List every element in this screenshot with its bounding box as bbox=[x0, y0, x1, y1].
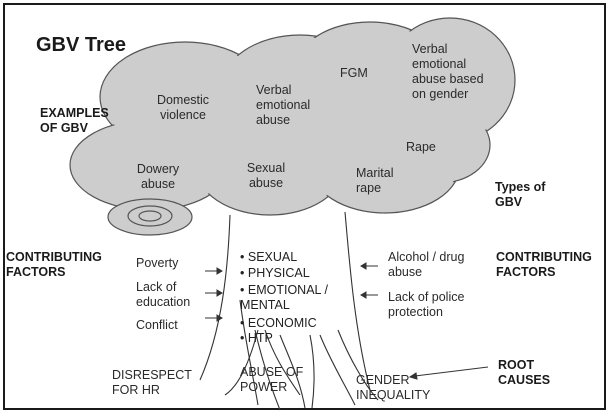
verbal1-line1: Verbal bbox=[256, 83, 292, 97]
disrespect-line1: DISRESPECT bbox=[112, 368, 192, 382]
trunk-item-physical: • PHYSICAL bbox=[240, 266, 310, 280]
abuse-of-power-line2: POWER bbox=[240, 380, 288, 394]
types-label-line1: Types of bbox=[495, 180, 546, 194]
trunk-emotional-text: EMOTIONAL / bbox=[247, 283, 328, 297]
trunk-item-sexual: • SEXUAL bbox=[240, 250, 298, 264]
police-line2: protection bbox=[388, 305, 443, 319]
diagram-frame bbox=[3, 3, 606, 410]
factor-lack-of-police-protection: Lack of police protection bbox=[388, 290, 464, 320]
contrib-left-line2: FACTORS bbox=[6, 265, 66, 279]
trunk-sexual-text: SEXUAL bbox=[247, 250, 298, 264]
alcohol-line1: Alcohol / drug bbox=[388, 250, 465, 264]
verbal2-line4: on gender bbox=[412, 87, 469, 101]
types-label: Types of GBV bbox=[495, 180, 545, 210]
arrows bbox=[205, 262, 489, 380]
trunk-item-economic: • ECONOMIC bbox=[240, 316, 317, 330]
marital-line1: Marital bbox=[356, 166, 394, 180]
police-line1: Lack of police bbox=[388, 290, 465, 304]
disrespect-line2: FOR HR bbox=[112, 383, 160, 397]
cloud-item-verbal-emotional-gender: Verbal emotional abuse based on gender bbox=[412, 42, 484, 102]
cloud-item-sexual-abuse: Sexual abuse bbox=[236, 161, 296, 191]
factor-lack-of-education: Lack of education bbox=[136, 280, 190, 310]
dowery-line2: abuse bbox=[140, 177, 176, 191]
cloud-item-dowery-abuse: Dowery abuse bbox=[118, 162, 198, 192]
alcohol-line2: abuse bbox=[388, 265, 423, 279]
abuse-of-power-line1: ABUSE OF bbox=[240, 365, 304, 379]
gender-line2: INEQUALITY bbox=[356, 388, 431, 402]
trunk-economic-text: ECONOMIC bbox=[247, 316, 317, 330]
root-causes-line1: ROOT bbox=[498, 358, 535, 372]
lack-edu-line2: education bbox=[136, 295, 191, 309]
trunk-physical-text: PHYSICAL bbox=[247, 266, 310, 280]
domestic-line1: Domestic bbox=[156, 93, 210, 107]
branch-stub bbox=[107, 198, 193, 236]
trunk-item-htp: • HTP bbox=[240, 331, 273, 345]
sexual-abuse-line2: abuse bbox=[248, 176, 284, 190]
gender-line1: GENDER bbox=[356, 373, 410, 387]
examples-label-line2: OF GBV bbox=[40, 121, 88, 135]
verbal2-line2: emotional bbox=[412, 57, 467, 71]
domestic-line2: violence bbox=[160, 108, 206, 122]
page-title: GBV Tree bbox=[36, 34, 127, 56]
sexual-abuse-line1: Sexual bbox=[246, 161, 286, 175]
verbal1-line2: emotional bbox=[256, 98, 311, 112]
contributing-factors-left-label: CONTRIBUTING FACTORS bbox=[6, 250, 102, 280]
trunk-htp-text: HTP bbox=[247, 331, 273, 345]
marital-line2: rape bbox=[356, 181, 382, 195]
contrib-left-line1: CONTRIBUTING bbox=[6, 250, 102, 264]
cloud-item-fgm: FGM bbox=[340, 66, 368, 80]
root-causes-label: ROOT CAUSES bbox=[498, 358, 550, 388]
types-label-line2: GBV bbox=[495, 195, 523, 209]
root-gender-inequality: GENDER INEQUALITY bbox=[356, 373, 430, 403]
verbal1-line3: abuse bbox=[256, 113, 291, 127]
contributing-factors-right-label: CONTRIBUTING FACTORS bbox=[496, 250, 592, 280]
factor-conflict: Conflict bbox=[136, 318, 178, 332]
cloud-item-domestic-violence: Domestic violence bbox=[138, 93, 228, 123]
root-disrespect-for-hr: DISRESPECT FOR HR bbox=[112, 368, 192, 398]
examples-label-line1: EXAMPLES bbox=[40, 106, 109, 120]
factor-poverty: Poverty bbox=[136, 256, 179, 270]
cloud-item-verbal-emotional-abuse: Verbal emotional abuse bbox=[256, 83, 310, 128]
trunk-and-roots bbox=[199, 211, 379, 411]
trunk-item-mental: MENTAL bbox=[240, 298, 290, 312]
trunk-item-emotional: • EMOTIONAL / bbox=[240, 283, 328, 297]
root-causes-line2: CAUSES bbox=[498, 373, 551, 387]
lack-edu-line1: Lack of bbox=[136, 280, 177, 294]
factor-alcohol-drug-abuse: Alcohol / drug abuse bbox=[388, 250, 464, 280]
examples-label: EXAMPLES OF GBV bbox=[40, 106, 109, 136]
cloud-fill-overlay bbox=[72, 20, 513, 213]
cloud-item-rape: Rape bbox=[406, 140, 436, 154]
contrib-right-line1: CONTRIBUTING bbox=[496, 250, 592, 264]
verbal2-line1: Verbal bbox=[412, 42, 448, 56]
cloud-item-marital-rape: Marital rape bbox=[356, 166, 394, 196]
contrib-right-line2: FACTORS bbox=[496, 265, 556, 279]
dowery-line1: Dowery bbox=[136, 162, 180, 176]
verbal2-line3: abuse based bbox=[412, 72, 484, 86]
root-abuse-of-power: ABUSE OF POWER bbox=[240, 365, 303, 395]
